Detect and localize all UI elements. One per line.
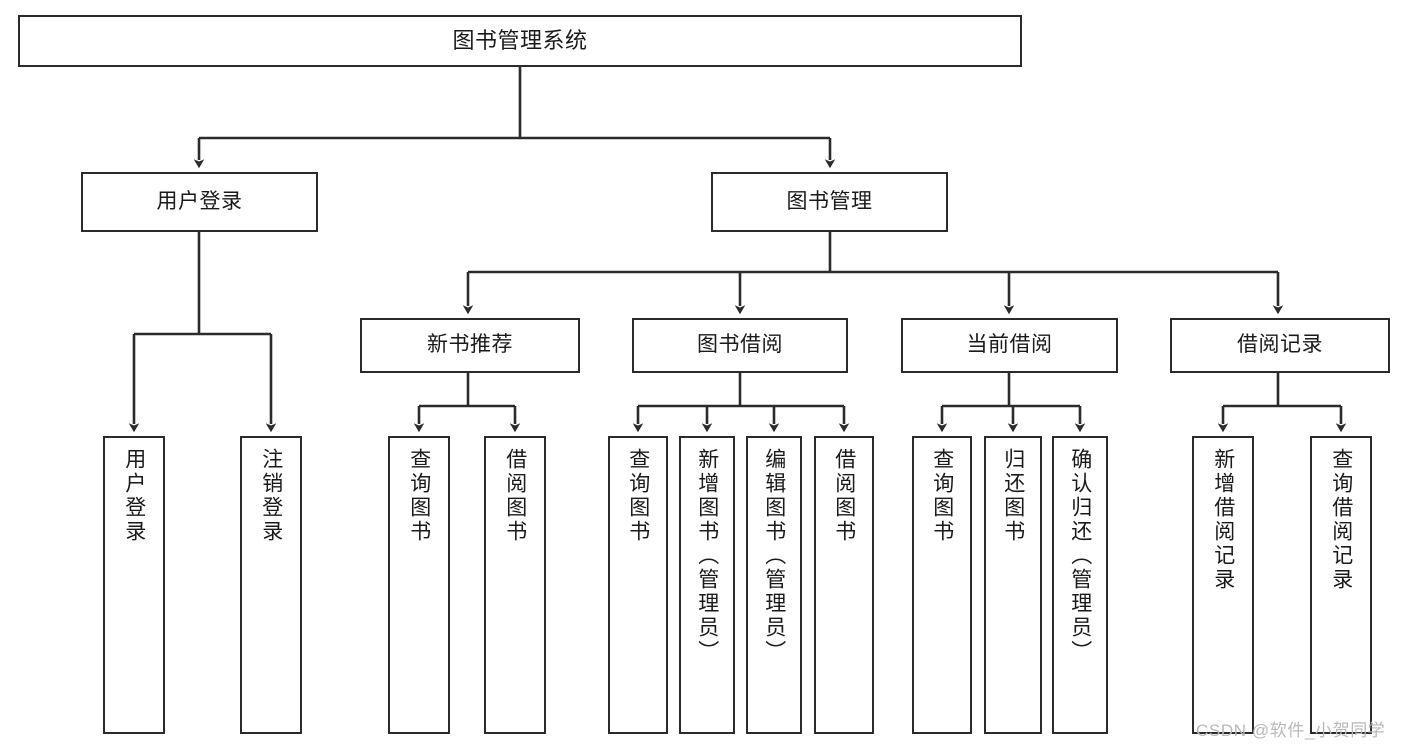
node-leaf-query-book-current-label: 查询图书 xyxy=(930,448,954,544)
node-leaf-query-borrow-record[interactable]: 查询借阅记录 xyxy=(1310,436,1372,734)
node-leaf-borrow-book-label: 借阅图书 xyxy=(832,448,856,544)
node-leaf-add-book-label: 新增图书（管理员） xyxy=(695,448,719,664)
node-leaf-borrow-book[interactable]: 借阅图书 xyxy=(814,436,874,734)
node-book-management[interactable]: 图书管理 xyxy=(711,172,948,232)
node-leaf-edit-book[interactable]: 编辑图书（管理员） xyxy=(746,436,802,734)
node-leaf-return-book-label: 归还图书 xyxy=(1001,448,1025,544)
node-leaf-borrow-book-recommend-label: 借阅图书 xyxy=(503,448,527,544)
node-root[interactable]: 图书管理系统 xyxy=(18,15,1022,67)
node-leaf-query-book-recommend-label: 查询图书 xyxy=(407,448,431,544)
node-leaf-query-book-borrow-label: 查询图书 xyxy=(626,448,650,544)
node-leaf-user-login[interactable]: 用户登录 xyxy=(103,436,165,734)
node-leaf-borrow-book-recommend[interactable]: 借阅图书 xyxy=(484,436,546,734)
node-user-login[interactable]: 用户登录 xyxy=(81,172,318,232)
node-current-borrow[interactable]: 当前借阅 xyxy=(901,318,1118,373)
node-leaf-return-book[interactable]: 归还图书 xyxy=(984,436,1042,734)
node-book-borrow-label: 图书借阅 xyxy=(697,333,783,357)
node-leaf-logout[interactable]: 注销登录 xyxy=(240,436,302,734)
node-book-management-label: 图书管理 xyxy=(786,189,873,213)
node-leaf-add-borrow-record-label: 新增借阅记录 xyxy=(1211,448,1235,592)
node-user-login-label: 用户登录 xyxy=(156,189,243,213)
node-leaf-query-borrow-record-label: 查询借阅记录 xyxy=(1329,448,1353,592)
node-new-book-recommend[interactable]: 新书推荐 xyxy=(360,318,580,373)
node-leaf-query-book-borrow[interactable]: 查询图书 xyxy=(608,436,668,734)
node-leaf-confirm-return[interactable]: 确认归还（管理员） xyxy=(1052,436,1108,734)
node-leaf-user-login-label: 用户登录 xyxy=(122,448,146,544)
node-borrow-record[interactable]: 借阅记录 xyxy=(1170,318,1390,373)
node-leaf-confirm-return-label: 确认归还（管理员） xyxy=(1068,448,1092,664)
node-root-label: 图书管理系统 xyxy=(452,28,588,54)
node-leaf-edit-book-label: 编辑图书（管理员） xyxy=(762,448,786,664)
csdn-watermark: CSDN @软件_小贺同学 xyxy=(1196,721,1386,740)
node-leaf-add-book[interactable]: 新增图书（管理员） xyxy=(679,436,735,734)
node-borrow-record-label: 借阅记录 xyxy=(1237,333,1323,357)
node-leaf-query-book-recommend[interactable]: 查询图书 xyxy=(388,436,450,734)
node-new-book-recommend-label: 新书推荐 xyxy=(427,333,513,357)
node-leaf-query-book-current[interactable]: 查询图书 xyxy=(912,436,972,734)
node-book-borrow[interactable]: 图书借阅 xyxy=(632,318,848,373)
node-current-borrow-label: 当前借阅 xyxy=(966,333,1053,357)
node-leaf-add-borrow-record[interactable]: 新增借阅记录 xyxy=(1192,436,1254,734)
node-leaf-logout-label: 注销登录 xyxy=(259,448,283,544)
